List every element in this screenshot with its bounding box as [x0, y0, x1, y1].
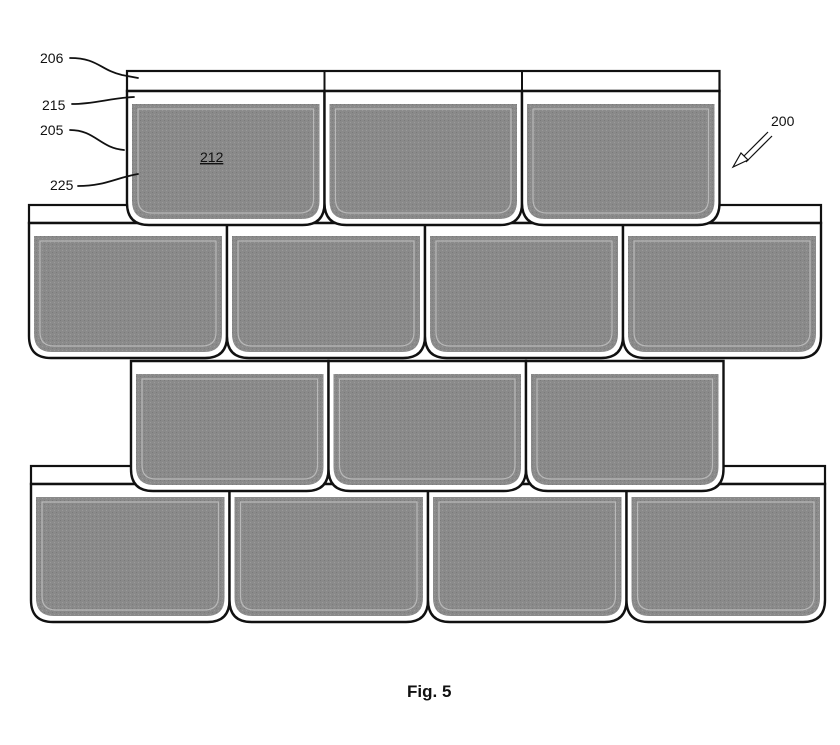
- shingle-tile: [625, 466, 827, 624]
- shingle-tile: [29, 482, 231, 624]
- shingle-row-1: [125, 69, 721, 227]
- shingle-row-4: [29, 464, 827, 624]
- tile-granule-panel: [34, 236, 222, 352]
- ref-215: 215: [42, 97, 66, 113]
- tile-inner-line: [41, 501, 220, 611]
- tile-inner-line: [137, 108, 315, 214]
- shingle-tile: [225, 205, 427, 360]
- shingle-tile: [27, 221, 229, 360]
- shingle-tile: [524, 359, 725, 493]
- leader-lines: [69, 57, 773, 187]
- tile-granule-panel: [631, 497, 820, 616]
- tile-granule-panel: [430, 236, 618, 352]
- tile-inner-line: [39, 240, 217, 347]
- tile-granule-panel: [36, 497, 225, 616]
- leader-225: [77, 173, 139, 187]
- tile-inner-line: [435, 240, 613, 347]
- tile-inner-line: [239, 501, 418, 611]
- shingle-row-3: [129, 359, 725, 493]
- tile-inner-line: [438, 501, 617, 611]
- shingle-tile: [520, 71, 721, 227]
- top-strip: [125, 69, 721, 93]
- tile-granule-panel: [132, 104, 320, 219]
- ref-200: 200: [771, 113, 795, 129]
- tile-granule-panel: [531, 374, 719, 485]
- shingle-tile: [125, 89, 326, 227]
- leader-205: [69, 129, 125, 151]
- tile-granule-panel: [329, 104, 517, 219]
- tile-inner-line: [338, 378, 516, 480]
- leader-215: [71, 96, 135, 105]
- tile-granule-panel: [136, 374, 324, 485]
- tile-inner-line: [633, 240, 811, 347]
- ref-225: 225: [50, 177, 74, 193]
- tile-inner-line: [141, 378, 319, 480]
- shingle-tile: [323, 71, 524, 227]
- arrow-200: [731, 131, 773, 169]
- ref-206: 206: [40, 50, 64, 66]
- tile-granule-panel: [628, 236, 816, 352]
- tile-granule-panel: [433, 497, 622, 616]
- tile-granule-panel: [232, 236, 420, 352]
- tile-granule-panel: [527, 104, 715, 219]
- tile-inner-line: [536, 378, 714, 480]
- tile-inner-line: [636, 501, 815, 611]
- tile-inner-line: [532, 108, 710, 214]
- shingle-tile: [423, 205, 625, 360]
- shingle-tile: [327, 359, 528, 493]
- leader-206: [69, 57, 139, 79]
- tile-granule-panel: [333, 374, 521, 485]
- shingle-tile: [621, 205, 823, 360]
- ref-212: 212: [200, 149, 224, 165]
- shingle-row-2: [27, 203, 823, 360]
- figure-caption: Fig. 5: [407, 682, 451, 701]
- ref-205: 205: [40, 122, 64, 138]
- tile-granule-panel: [234, 497, 423, 616]
- shingle-tile: [129, 359, 330, 493]
- tile-inner-line: [334, 108, 512, 214]
- tile-inner-line: [237, 240, 415, 347]
